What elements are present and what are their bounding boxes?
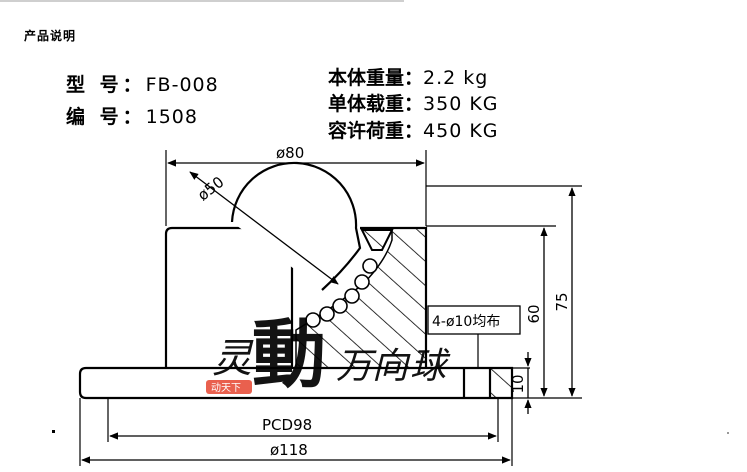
spec-weight: 本体重量：2.2 kg: [328, 63, 488, 90]
holes-callout-box: [427, 305, 521, 335]
svg-text:动天下: 动天下: [211, 382, 241, 394]
small-balls: [305, 258, 378, 328]
spec-code-value: 1508: [145, 106, 198, 128]
body-outline: [78, 226, 514, 400]
spec-weight-label: 本体重量：: [328, 67, 424, 89]
dim-total-height: 75: [553, 292, 571, 311]
svg-text:万: 万: [336, 346, 377, 387]
spec-single-load-label: 单体载重：: [328, 93, 424, 115]
spec-allow-load-label: 容许荷重：: [328, 120, 424, 142]
spec-single-load: 单体载重：350 KG: [328, 89, 499, 116]
margin-mark: [52, 430, 55, 433]
dim-top-width: ø80: [276, 144, 304, 162]
spec-model-label: 型 号：: [66, 74, 146, 96]
svg-text:球: 球: [410, 346, 451, 387]
flange-hatch: [490, 368, 512, 398]
watermark-logo: 灵 動 万 向 球 动天下: [206, 312, 451, 398]
svg-text:動: 動: [252, 312, 326, 398]
spec-code-label: 编 号：: [66, 106, 146, 128]
svg-text:灵: 灵: [212, 336, 254, 382]
dim-flange: 10: [509, 374, 527, 393]
spec-single-load-value: 350 KG: [423, 93, 499, 115]
spec-model: 型 号：FB-008: [66, 70, 219, 97]
dim-flange-dia: ø118: [270, 441, 308, 459]
dim-ball: ø50: [194, 173, 227, 205]
ball: [230, 161, 362, 291]
ball-diameter-leader: [189, 171, 339, 285]
spec-weight-value: 2.2 kg: [423, 67, 489, 89]
spec-allow-load: 容许荷重：450 KG: [328, 116, 499, 143]
spec-model-value: FB-008: [145, 74, 219, 96]
spec-code: 编 号：1508: [66, 102, 198, 129]
section-title: 产品说明: [24, 29, 77, 43]
dim-pcd: PCD98: [262, 416, 312, 434]
dim-body-height: 60: [525, 304, 543, 323]
dim-holes: 4-ø10均布: [432, 314, 500, 330]
spec-allow-load-value: 450 KG: [423, 120, 499, 142]
svg-text:向: 向: [372, 346, 411, 387]
extension-lines: [79, 150, 582, 466]
dimension-lines: [81, 159, 576, 464]
top-divider: [0, 0, 404, 2]
seal-ring: [360, 229, 394, 251]
margin-mark-right: [727, 432, 729, 434]
